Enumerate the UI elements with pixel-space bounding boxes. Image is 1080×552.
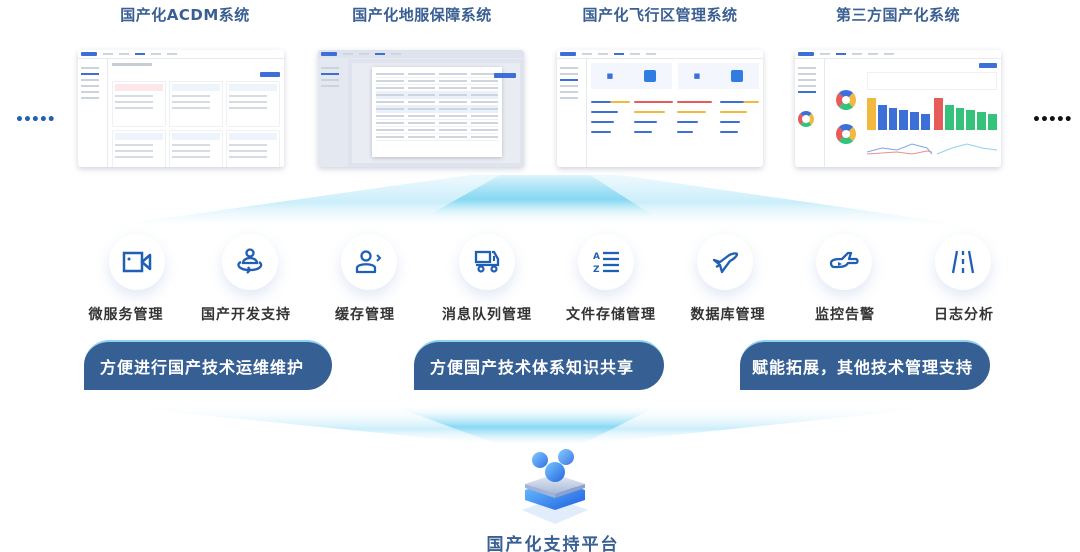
capability-label-microservice: 微服务管理 — [88, 307, 164, 323]
bottom-light-beam — [100, 405, 960, 445]
platform-logo-icon — [522, 449, 588, 524]
capability-icon-cache — [341, 234, 397, 290]
svg-text:A: A — [593, 252, 600, 262]
sort-az-list-icon: AZ — [593, 251, 619, 275]
truck-icon — [474, 250, 500, 273]
capability-label-monitoring: 监控告警 — [815, 307, 875, 323]
system-title-ground-service: 国产化地服保障系统 — [352, 6, 492, 24]
capability-icon-database — [697, 234, 753, 290]
capability-icon-domestic-dev — [222, 234, 278, 290]
benefit-label-extension: 赋能拓展，其他技术管理支持 — [752, 358, 974, 377]
benefit-banner-extension: 赋能拓展，其他技术管理支持 — [740, 340, 990, 390]
capability-label-file-storage: 文件存储管理 — [566, 307, 656, 323]
screenshot-acdm — [78, 50, 284, 167]
benefit-banner-knowledge: 方便国产技术体系知识共享 — [414, 340, 664, 390]
benefit-label-knowledge: 方便国产技术体系知识共享 — [430, 358, 635, 377]
svg-text:Z: Z — [593, 265, 600, 275]
screenshot-third-party — [795, 50, 1001, 167]
capability-icon-monitoring — [816, 234, 872, 290]
capability-label-message-queue: 消息队列管理 — [442, 307, 532, 323]
system-title-third-party: 第三方国产化系统 — [835, 6, 961, 24]
benefit-label-ops: 方便进行国产技术运维维护 — [100, 358, 305, 377]
more-right-indicator: ••••• — [1032, 112, 1073, 128]
more-left-indicator: ••••• — [15, 112, 56, 128]
top-light-beam — [80, 175, 1000, 230]
system-title-acdm: 国产化ACDM系统 — [120, 6, 250, 24]
screenshot-ground-service — [318, 50, 524, 167]
capability-icon-message-queue — [459, 234, 515, 290]
capability-icon-microservice — [109, 234, 165, 290]
platform-title: 国产化支持平台 — [486, 535, 620, 552]
capability-icon-log-analysis — [935, 234, 991, 290]
runway-icon — [951, 250, 975, 274]
capability-label-domestic-dev: 国产开发支持 — [201, 307, 291, 323]
capability-label-log-analysis: 日志分析 — [934, 307, 994, 323]
plane-landing-icon — [829, 251, 859, 269]
system-title-airfield: 国产化飞行区管理系统 — [582, 6, 738, 24]
screenshot-airfield: ■ ■ — [557, 50, 763, 167]
capability-label-database: 数据库管理 — [690, 307, 766, 323]
benefit-banner-ops: 方便进行国产技术运维维护 — [84, 340, 332, 390]
capability-label-cache: 缓存管理 — [335, 307, 395, 323]
person-orbit-icon — [237, 248, 263, 274]
airplane-icon — [712, 252, 739, 274]
video-camera-icon — [122, 251, 152, 273]
user-arrow-icon — [355, 250, 382, 274]
